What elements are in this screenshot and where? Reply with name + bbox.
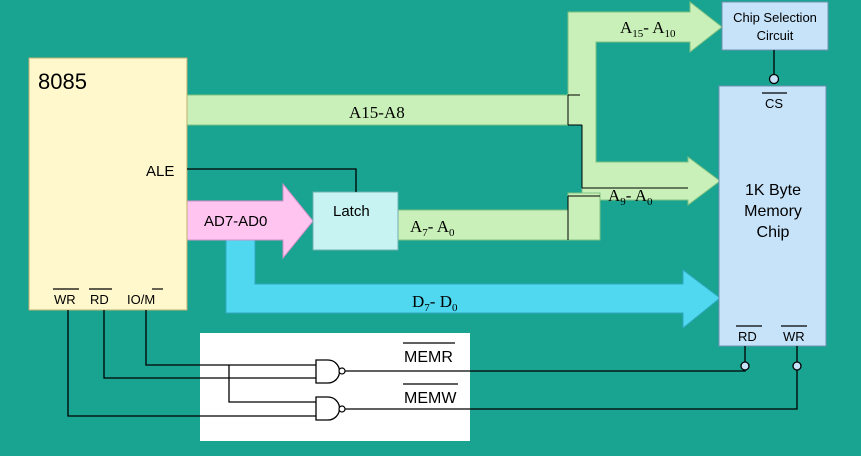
bus-label-a9-a0: A9- A0 bbox=[608, 186, 653, 208]
chip-select-line2: Circuit bbox=[757, 28, 794, 43]
cpu-8085-box bbox=[28, 57, 188, 311]
memory-line2: Memory bbox=[744, 203, 802, 220]
bus-label-ad7-ad0: AD7-AD0 bbox=[204, 213, 267, 230]
memr-gate-bubble bbox=[338, 367, 346, 375]
multiplexed-bus-ad7-ad0 bbox=[186, 182, 314, 260]
memw-bubble bbox=[792, 361, 802, 371]
memw-line bbox=[345, 365, 798, 410]
cpu-rd-label: RD bbox=[90, 292, 109, 307]
cpu-title: 8085 bbox=[38, 69, 87, 94]
memory-cs-label: CS bbox=[765, 96, 783, 111]
chip-select-line1: Chip Selection bbox=[733, 10, 817, 25]
bus-label-a15-a10: A15- A10 bbox=[620, 18, 676, 40]
memw-label: MEMW bbox=[404, 390, 457, 407]
memory-wr-label: WR bbox=[783, 329, 805, 344]
memr-bubble bbox=[740, 361, 750, 371]
bus-label-a7-a0: A7- A0 bbox=[410, 217, 455, 239]
bus-label-a15-a8: A15-A8 bbox=[349, 103, 405, 122]
data-bus-d7-d0 bbox=[225, 209, 721, 330]
memr-gate bbox=[315, 359, 341, 384]
iom-branch-line bbox=[228, 365, 316, 403]
bus-label-d7-d0: D7- D0 bbox=[412, 292, 458, 314]
cpu-wr-label: WR bbox=[54, 292, 76, 307]
memory-rd-label: RD bbox=[738, 329, 757, 344]
memr-label: MEMR bbox=[404, 349, 453, 366]
cs-bubble bbox=[768, 73, 780, 85]
memory-line3: Chip bbox=[757, 224, 790, 241]
ale-line bbox=[187, 168, 357, 192]
latch-box bbox=[312, 191, 399, 251]
memw-gate-bubble bbox=[338, 405, 346, 413]
chip-select-box bbox=[721, 1, 829, 51]
gate-panel bbox=[200, 333, 470, 441]
latch-label: Latch bbox=[333, 203, 370, 220]
memory-chip-box bbox=[718, 85, 827, 347]
wr-line bbox=[67, 310, 316, 417]
memw-gate bbox=[315, 396, 341, 421]
iom-line bbox=[145, 310, 316, 366]
rd-line bbox=[103, 310, 316, 379]
cpu-iom-label: IO/M bbox=[127, 292, 155, 307]
cpu-ale-label: ALE bbox=[146, 163, 174, 180]
memory-line1: 1K Byte bbox=[745, 182, 801, 199]
